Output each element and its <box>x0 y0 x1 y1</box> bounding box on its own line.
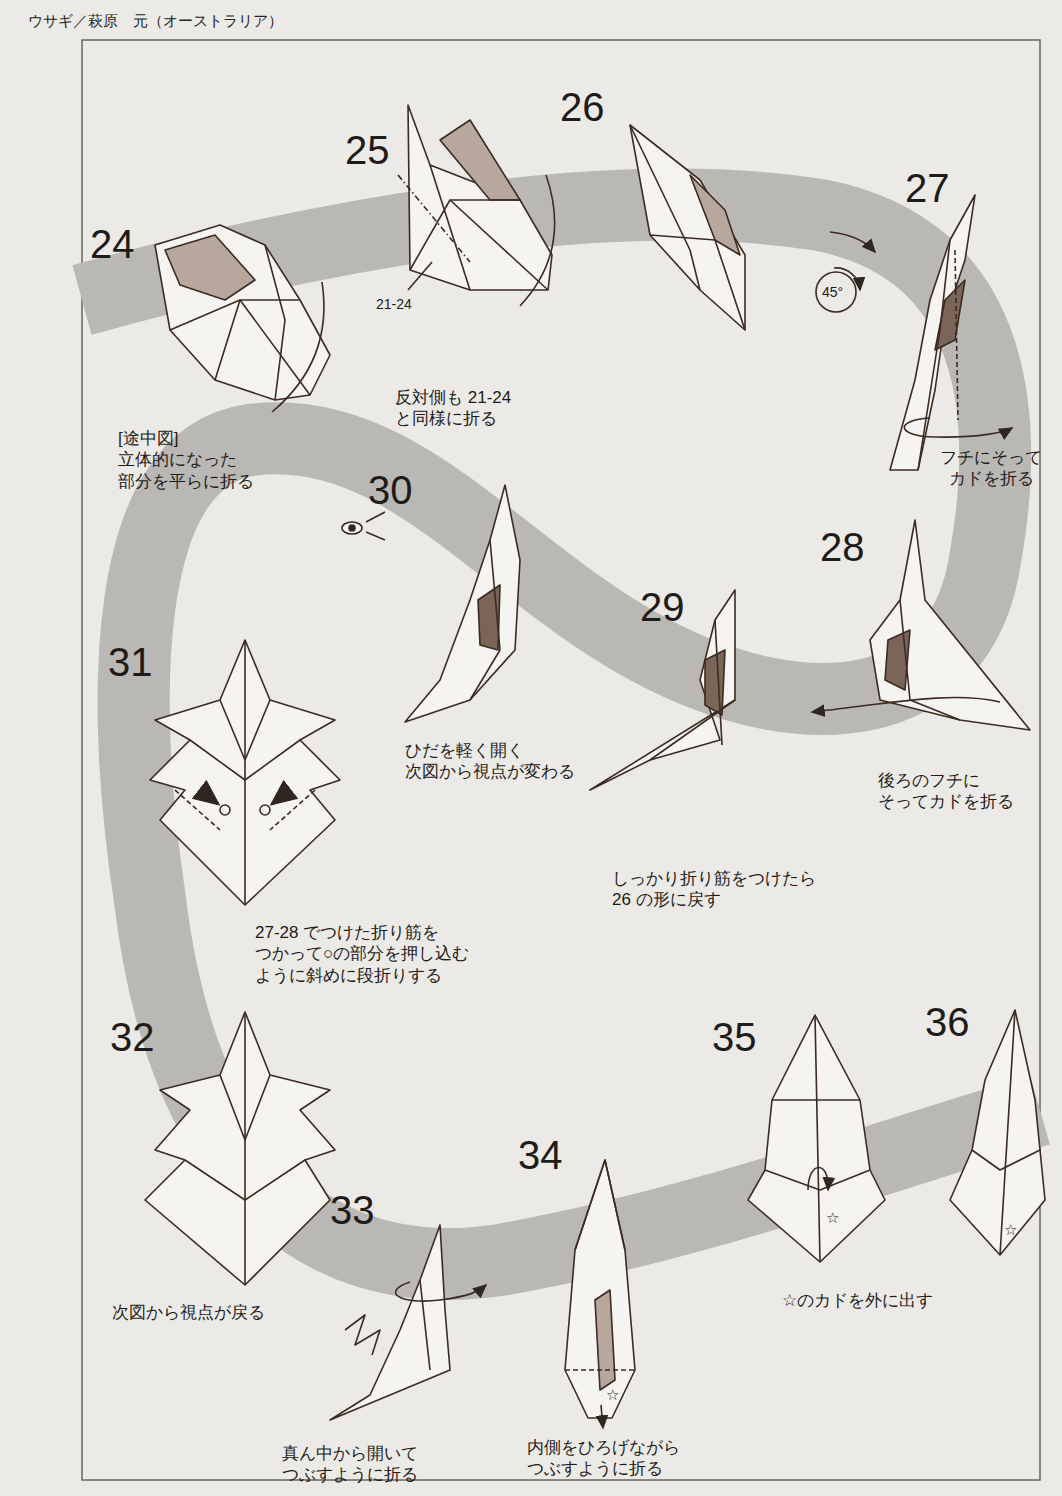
step-number: 32 <box>110 1017 155 1057</box>
step-number: 31 <box>108 642 153 682</box>
step-instruction: 真ん中から開いて つぶすように折る <box>282 1443 418 1486</box>
step-instruction: ひだを軽く開く 次図から視点が変わる <box>405 740 575 783</box>
fold-figure <box>145 1012 335 1285</box>
fold-figure <box>565 1160 635 1428</box>
step-number: 29 <box>640 587 685 627</box>
fold-figure <box>630 125 745 330</box>
step-number: 28 <box>820 527 865 567</box>
step-number: 26 <box>560 87 605 127</box>
step-number: 36 <box>925 1002 970 1042</box>
rotation-angle: 45° <box>822 284 843 302</box>
step-instruction: しっかり折り筋をつけたら 26 の形に戻す <box>612 868 827 911</box>
page-frame <box>82 40 1040 1480</box>
step-number: 35 <box>712 1017 757 1057</box>
fold-figure <box>330 1225 486 1420</box>
step-instruction: [途中図] 立体的になった 部分を平らに折る <box>118 428 254 492</box>
fold-figure <box>812 520 1030 730</box>
fold-figure <box>155 225 330 412</box>
reference-number: 21-24 <box>376 296 412 314</box>
fold-figure <box>816 195 1012 470</box>
step-number: 27 <box>905 168 950 208</box>
star-mark: ☆ <box>826 1210 839 1225</box>
step-number: 33 <box>330 1190 375 1230</box>
step-instruction: 反対側も 21-24 と同様に折る <box>395 387 530 430</box>
star-mark: ☆ <box>1004 1222 1017 1237</box>
star-mark: ☆ <box>606 1387 619 1402</box>
fold-figure <box>950 1010 1045 1255</box>
step-instruction: 次図から視点が戻る <box>112 1302 265 1323</box>
step-instruction: 27-28 でつけた折り筋を つかって○の部分を押し込む ように斜めに段折りする <box>255 922 490 986</box>
step-instruction: ☆のカドを外に出す <box>782 1290 933 1311</box>
fold-figure <box>342 485 520 722</box>
step-instruction: 後ろのフチに そってカドを折る <box>878 770 1014 813</box>
step-number: 24 <box>90 224 135 264</box>
step-number: 34 <box>518 1135 563 1175</box>
fold-figure <box>398 105 555 306</box>
step-instruction: 内側をひろげながら つぶすように折る <box>527 1437 680 1480</box>
step-instruction: フチにそって カドを折る <box>940 447 1042 490</box>
page-header: ウサギ／萩原 元（オーストラリア） <box>28 12 283 31</box>
fold-figure <box>150 640 340 905</box>
step-number: 25 <box>345 130 390 170</box>
step-number: 30 <box>368 470 413 510</box>
fold-figure <box>748 1015 885 1262</box>
